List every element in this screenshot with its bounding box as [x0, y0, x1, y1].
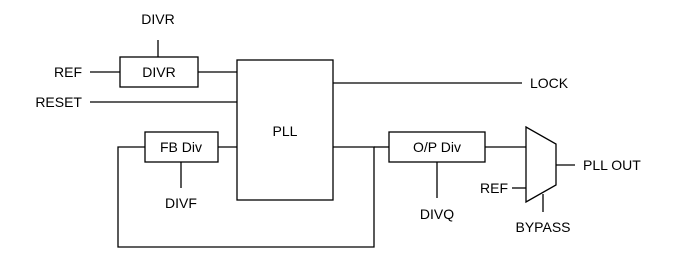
mux-ref-input-label: REF — [480, 180, 508, 196]
reset-input-label: RESET — [35, 94, 82, 110]
divr-control-label: DIVR — [141, 11, 174, 27]
divf-control-label: DIVF — [165, 195, 197, 211]
pll-block — [236, 59, 334, 201]
lock-output-label: LOCK — [530, 75, 569, 91]
fb-div-block-label: FB Div — [160, 139, 202, 155]
fb-div-block — [144, 131, 219, 163]
feedback-loop-wire — [117, 146, 375, 248]
divq-control-label: DIVQ — [420, 206, 454, 222]
pll-out-label: PLL OUT — [583, 157, 641, 173]
divr-block-label: DIVR — [142, 64, 175, 80]
output-mux — [525, 125, 557, 204]
pll-block-label: PLL — [273, 123, 298, 139]
op-div-block-label: O/P Div — [413, 139, 461, 155]
ref-input-label: REF — [54, 64, 82, 80]
bypass-control-label: BYPASS — [516, 219, 571, 235]
